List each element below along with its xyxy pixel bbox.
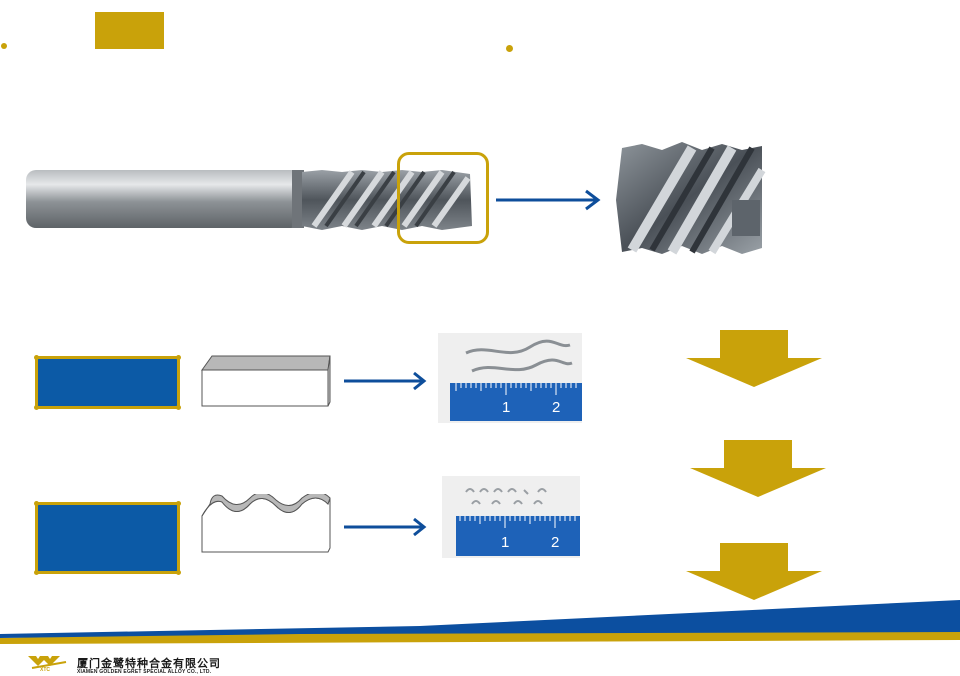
company-name-cn: 厦门金鹭特种合金有限公司 (77, 658, 221, 670)
down-arrow-3 (686, 543, 822, 600)
blue-box-top (34, 355, 181, 410)
bullet-left (1, 43, 7, 49)
logo-text: XTC (40, 667, 50, 673)
company-logo-icon (28, 656, 67, 669)
ruler-bottom-label-1: 1 (501, 534, 510, 551)
arrow-to-detail (496, 189, 601, 211)
highlight-frame (397, 152, 489, 244)
down-arrow-1 (686, 330, 822, 387)
footer-stripe (0, 600, 960, 644)
ruler-top-label-1: 1 (502, 399, 511, 416)
flat-edge-block (201, 355, 331, 407)
down-arrow-2 (690, 440, 826, 497)
ruler-bottom: 1 2 (456, 516, 580, 556)
short-chips (465, 488, 547, 505)
title-block (95, 12, 164, 49)
wavy-edge-block (201, 494, 331, 553)
arrow-row1 (344, 371, 427, 391)
company-name-en: XIAMEN GOLDEN EGRET SPECIAL ALLOY CO., L… (77, 669, 212, 675)
ruler-bottom-label-2: 2 (551, 534, 560, 551)
ruler-top-label-2: 2 (552, 399, 561, 416)
end-mill-image (26, 170, 472, 230)
blue-box-bottom (34, 501, 181, 575)
long-chips (465, 339, 573, 373)
ruler-top: 1 2 (450, 383, 582, 421)
arrow-row2 (344, 517, 427, 537)
bullet-right (506, 45, 513, 52)
end-mill-detail-image (616, 142, 766, 255)
short-chips-photo: 1 2 (442, 476, 580, 558)
long-chips-photo: 1 2 (438, 333, 582, 423)
